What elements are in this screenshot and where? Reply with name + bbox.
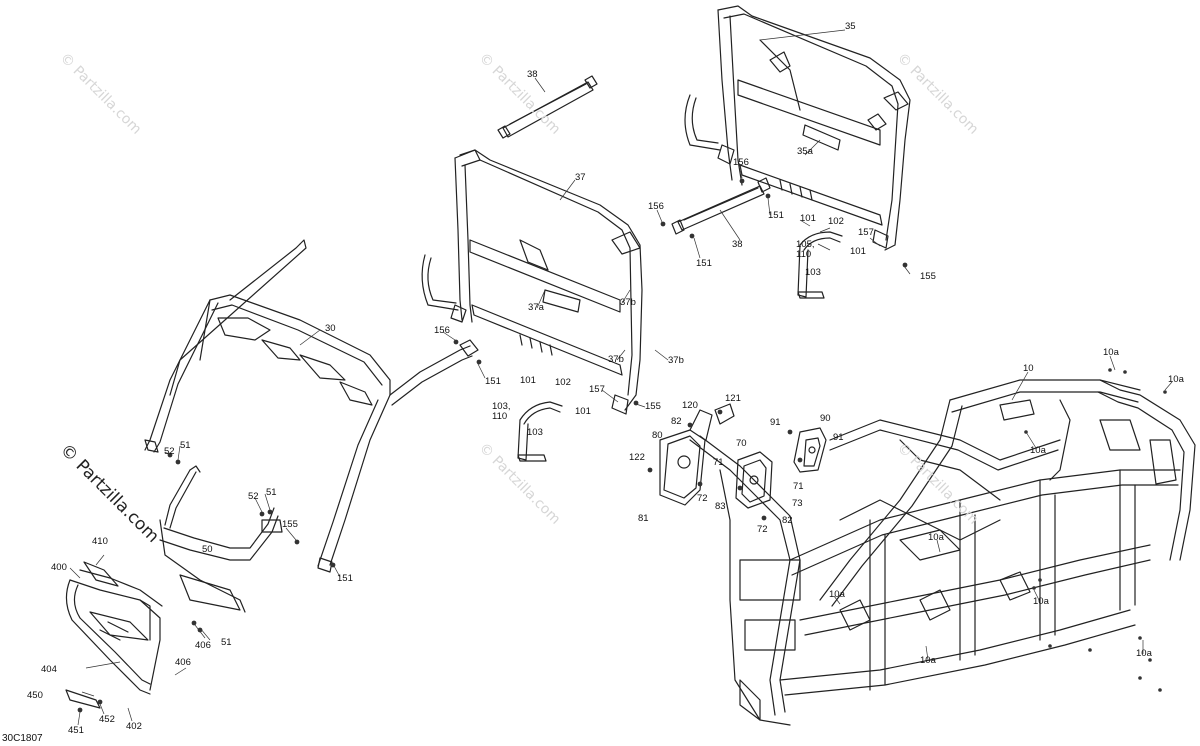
middle-roll-cage-part xyxy=(421,149,643,415)
rear-bar-38-middle xyxy=(671,177,771,235)
callout-label: 51 xyxy=(221,637,232,648)
callout-label: 402 xyxy=(126,721,142,732)
diagram-code: 30C1807 xyxy=(2,733,43,744)
callout-label: 37b xyxy=(668,355,684,366)
callout-label: 451 xyxy=(68,725,84,736)
callout-label: 406 xyxy=(175,657,191,668)
callout-label: 151 xyxy=(485,376,501,387)
front-brace-50 xyxy=(159,465,283,613)
callout-label: 91 xyxy=(770,417,781,428)
callout-label: 82 xyxy=(671,416,682,427)
callout-label: 155 xyxy=(920,271,936,282)
callout-label: 101 xyxy=(575,406,591,417)
callout-label: 101 xyxy=(520,375,536,386)
callout-label: 52 xyxy=(164,446,175,457)
callout-label: 156 xyxy=(648,201,664,212)
callout-label: 102 xyxy=(828,216,844,227)
callout-label: 37b xyxy=(620,297,636,308)
bracket-103-upper xyxy=(797,231,843,299)
callout-label: 72 xyxy=(697,493,708,504)
callout-label: 406 xyxy=(195,640,211,651)
callout-label: 80 xyxy=(652,430,663,441)
callout-label: 156 xyxy=(733,157,749,168)
callout-label: 410 xyxy=(92,536,108,547)
callout-label: 157 xyxy=(589,384,605,395)
bracket-assembly-90 xyxy=(793,427,827,473)
callout-label: 155 xyxy=(282,519,298,530)
callout-label: 51 xyxy=(266,487,277,498)
callout-label: 105, 110 xyxy=(796,239,815,260)
callout-label: 101 xyxy=(800,213,816,224)
callout-label: 83 xyxy=(715,501,726,512)
callout-label: 156 xyxy=(434,325,450,336)
callout-label: 52 xyxy=(248,491,259,502)
callout-label: 155 xyxy=(645,401,661,412)
callout-label: 91 xyxy=(833,432,844,443)
callout-label: 10a xyxy=(1136,648,1152,659)
callout-label: 10a xyxy=(1030,445,1046,456)
main-frame-part xyxy=(689,379,1196,726)
fasteners xyxy=(77,178,1167,713)
callout-label: 101 xyxy=(850,246,866,257)
callout-label: 82 xyxy=(782,515,793,526)
callout-label: 450 xyxy=(27,690,43,701)
callout-label: 30 xyxy=(325,323,336,334)
callout-label: 400 xyxy=(51,562,67,573)
bracket-assembly-80 xyxy=(659,403,735,506)
callout-label: 81 xyxy=(638,513,649,524)
callout-label: 38 xyxy=(732,239,743,250)
front-roll-cage-part xyxy=(144,239,479,573)
rear-roll-cage-part xyxy=(684,5,911,251)
callout-label: 50 xyxy=(202,544,213,555)
callout-label: 151 xyxy=(337,573,353,584)
callout-label: 37 xyxy=(575,172,586,183)
callout-label: 10a xyxy=(1168,374,1184,385)
callout-label: 10a xyxy=(829,589,845,600)
callout-label: 10a xyxy=(928,532,944,543)
callout-label: 51 xyxy=(180,440,191,451)
callout-label: 71 xyxy=(713,457,724,468)
bracket-assembly-70 xyxy=(735,451,773,509)
callout-label: 70 xyxy=(736,438,747,449)
callout-label: 103, 110 xyxy=(492,401,511,422)
callout-label: 452 xyxy=(99,714,115,725)
callout-label: 90 xyxy=(820,413,831,424)
callout-label: 151 xyxy=(696,258,712,269)
callout-label: 157 xyxy=(858,227,874,238)
callout-label: 103 xyxy=(805,267,821,278)
callout-label: 122 xyxy=(629,452,645,463)
callout-label: 37a xyxy=(528,302,544,313)
callout-label: 71 xyxy=(793,481,804,492)
front-bumper-400 xyxy=(65,561,163,709)
callout-label: 10a xyxy=(920,655,936,666)
callout-label: 103 xyxy=(527,427,543,438)
callout-label: 10a xyxy=(1033,596,1049,607)
rear-bar-38-upper xyxy=(497,75,598,139)
callout-label: 151 xyxy=(768,210,784,221)
callout-label: 121 xyxy=(725,393,741,404)
leader-lines xyxy=(69,29,1173,726)
callout-label: 73 xyxy=(792,498,803,509)
callout-label: 35 xyxy=(845,21,856,32)
bracket-103-lower xyxy=(517,401,563,462)
callout-label: 37b xyxy=(608,354,624,365)
callout-label: 72 xyxy=(757,524,768,535)
callout-label: 38 xyxy=(527,69,538,80)
callout-label: 404 xyxy=(41,664,57,675)
callout-label: 102 xyxy=(555,377,571,388)
callout-label: 35a xyxy=(797,146,813,157)
callout-label: 120 xyxy=(682,400,698,411)
callout-label: 10 xyxy=(1023,363,1034,374)
callout-label: 10a xyxy=(1103,347,1119,358)
